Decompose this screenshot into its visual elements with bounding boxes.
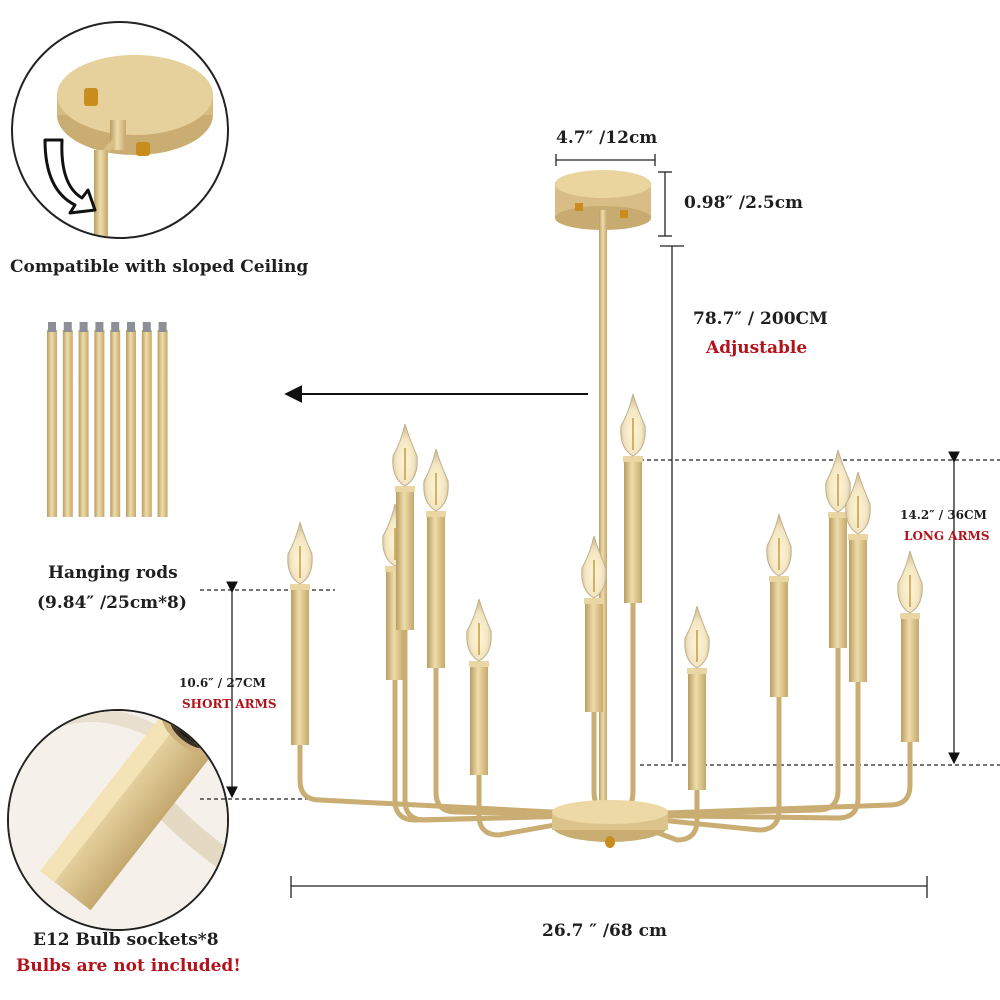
hanging-rod	[62, 330, 73, 517]
chandelier-arm	[392, 677, 613, 823]
sloped-ceiling-detail	[11, 21, 229, 239]
sloped-ceiling-caption: Compatible with sloped Ceiling	[10, 257, 309, 277]
hanging-rod	[94, 330, 105, 517]
candle-cup	[584, 598, 604, 604]
short-arms-label: SHORT ARMS	[182, 697, 277, 711]
hanging-rod	[78, 330, 89, 517]
candle-sleeve	[829, 516, 847, 648]
candle-sleeve	[585, 602, 603, 712]
candle-cup	[426, 511, 446, 517]
chandelier-arm	[607, 679, 861, 821]
candle-cup	[385, 566, 405, 572]
rod-thread-cap	[95, 322, 104, 332]
rod-thread-cap	[158, 322, 167, 332]
hanging-rod	[141, 330, 152, 517]
canopy-width-label: 4.7″ /12cm	[556, 128, 658, 148]
long-arms-label: LONG ARMS	[904, 529, 990, 543]
hanging-rods-illustration	[47, 322, 168, 517]
rod-thread-cap	[127, 322, 135, 332]
candle-cup	[469, 661, 489, 667]
candle-cup	[290, 584, 310, 590]
candle-cup	[769, 576, 789, 582]
candle-sleeve	[688, 672, 706, 790]
candle-cup	[623, 456, 643, 462]
socket-detail	[7, 709, 229, 931]
candle-sleeve	[291, 588, 309, 745]
chandelier-arm	[607, 787, 700, 843]
chandelier-arm	[607, 600, 636, 818]
adjustable-label: Adjustable	[706, 338, 808, 358]
tilt-arrow-icon	[43, 138, 97, 215]
hanging-rod	[110, 330, 121, 517]
candle-sleeve	[470, 665, 488, 775]
chandelier-arm	[297, 742, 613, 818]
hanging-rod	[47, 330, 57, 517]
rod-thread-cap	[111, 322, 120, 332]
chandelier-arm	[476, 772, 613, 838]
chandelier-arm	[607, 739, 913, 818]
hanging-rod	[126, 330, 136, 517]
total-width-label: 26.7 ″ /68 cm	[542, 921, 667, 941]
candle-cup	[395, 486, 415, 492]
hanging-rods-title: Hanging rods	[48, 563, 178, 583]
rod-thread-cap	[63, 322, 72, 332]
bulbs-not-included-note: Bulbs are not included!	[16, 956, 241, 976]
candle-sleeve	[849, 538, 867, 682]
short-arm-height-label: 10.6″ / 27CM	[179, 676, 266, 690]
hanging-rods-spec: (9.84″ /25cm*8)	[37, 593, 187, 613]
candle-cup	[848, 534, 868, 540]
candle-sleeve	[770, 580, 788, 697]
candle-sleeve	[427, 515, 445, 668]
rod-thread-cap	[142, 322, 151, 332]
chandelier-arm	[433, 665, 613, 818]
canopy-height-label: 0.98″ /2.5cm	[684, 193, 804, 213]
candle-sleeve	[624, 460, 642, 603]
candle-cup	[687, 668, 707, 674]
bulb-sockets-caption: E12 Bulb sockets*8	[33, 930, 219, 950]
long-arm-height-label: 14.2″ / 36CM	[900, 508, 987, 522]
chandelier	[287, 170, 923, 848]
candle-cup	[900, 613, 920, 619]
rod-thread-cap	[48, 322, 56, 332]
chain-length-label: 78.7″ / 200CM	[693, 309, 828, 329]
candle-sleeve	[396, 490, 414, 630]
candle-cup	[828, 512, 848, 518]
hanging-rod	[157, 330, 168, 517]
candle-sleeve	[901, 617, 919, 742]
rod-thread-cap	[79, 322, 88, 332]
chandelier-arm	[402, 627, 613, 823]
chandelier-arm	[607, 645, 841, 818]
